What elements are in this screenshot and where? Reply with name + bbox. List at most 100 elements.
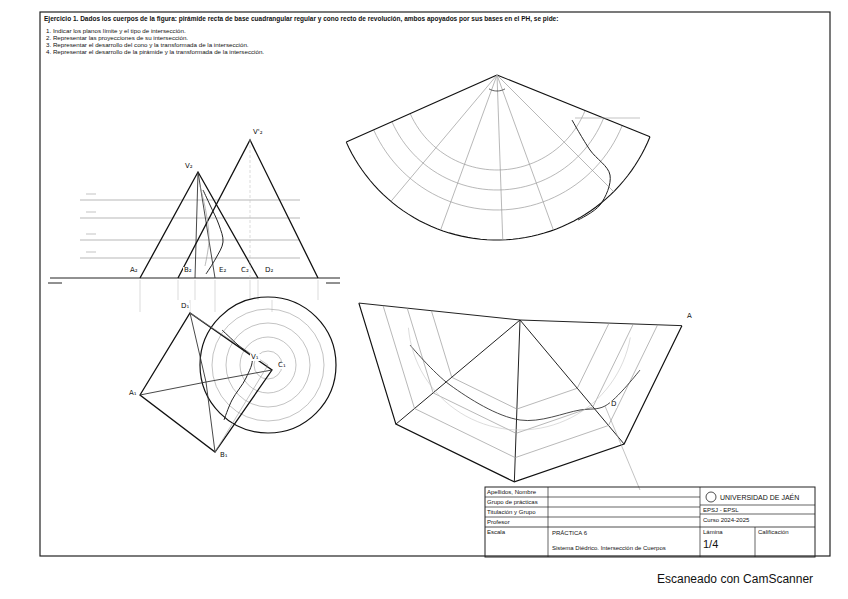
- point-label: A: [686, 313, 693, 320]
- cone-axis: [250, 140, 251, 278]
- level-polyline: [407, 308, 633, 433]
- ground-line-mark: [48, 283, 62, 284]
- projection-line: [318, 280, 319, 300]
- point-label: B₂: [183, 267, 193, 274]
- projection-line: [272, 300, 273, 312]
- point-label: V₂: [184, 163, 194, 170]
- point-label: C₂: [240, 267, 250, 274]
- pyramid-elevation: [140, 172, 258, 278]
- table-cell: Curso 2024-2025: [703, 517, 749, 523]
- table-rule: [700, 505, 815, 506]
- plane-mark: [86, 194, 96, 195]
- table-rule: [700, 487, 701, 557]
- level-plane: [80, 218, 300, 219]
- level-plane: [80, 240, 300, 241]
- pyramid-development-base: [359, 303, 682, 482]
- point-label: B₁: [219, 452, 229, 459]
- plane-mark: [86, 252, 96, 253]
- instruction: 1. Indicar los planos límite y el tipo d…: [46, 28, 186, 35]
- generatrix: [441, 75, 497, 230]
- intersection-transform-pyramid: [410, 345, 640, 421]
- instruction: 2. Representar las proyecciones de su in…: [46, 35, 188, 42]
- point-label: V₁: [250, 354, 260, 361]
- point-label: D₂: [264, 267, 274, 274]
- table-rule: [485, 497, 700, 498]
- point-label: C₁: [277, 362, 287, 369]
- point-label: D₁: [180, 303, 190, 310]
- table-rule: [548, 487, 549, 557]
- level-arc: [392, 118, 604, 190]
- cone-development-arc: [346, 137, 650, 240]
- table-cell: PRÁCTICA 6: [552, 530, 587, 536]
- level-arc: [410, 111, 585, 170]
- point-label: A₂: [129, 267, 139, 274]
- university-logo: [706, 492, 716, 502]
- table-rule: [485, 517, 700, 518]
- pyramid-edge-plan: [206, 382, 215, 452]
- table-rule: [700, 514, 815, 515]
- angle-mark: [489, 89, 505, 91]
- table-rule: [485, 527, 815, 528]
- generatrix: [497, 75, 503, 240]
- point-label: A₁: [128, 390, 138, 397]
- projection-line: [140, 280, 141, 300]
- table-rule: [755, 527, 756, 557]
- projection-line: [215, 300, 216, 312]
- plane-mark: [86, 212, 96, 213]
- point-label: V'₂: [252, 129, 264, 136]
- generatrix: [497, 75, 614, 192]
- exercise-title: Ejercicio 1. Dados los cuerpos de la fig…: [44, 16, 558, 23]
- watermark: Escaneado con CamScanner: [657, 573, 813, 586]
- pyramid-edge-plan: [206, 370, 272, 382]
- projection-line: [178, 280, 179, 300]
- projection-line: [258, 280, 259, 300]
- pyramid-edge: [195, 172, 198, 278]
- projection-line: [250, 280, 251, 300]
- table-cell: EPSJ - EPSL: [703, 507, 739, 513]
- table-rule: [485, 507, 700, 508]
- table-cell: Apellidos, Nombre: [487, 489, 536, 495]
- table-cell: Lámina: [703, 529, 723, 535]
- table-cell: Sistema Diédrico. Intersección de Cuerpo…: [552, 545, 666, 551]
- generatrix: [497, 75, 553, 230]
- cone-elevation: [178, 140, 318, 278]
- level-polyline: [431, 311, 609, 409]
- pyramid-edge-plan: [140, 382, 206, 395]
- projection-line: [195, 280, 196, 300]
- table-cell: Calificación: [758, 529, 789, 535]
- point-label: E₂: [218, 267, 227, 274]
- table-cell: UNIVERSIDAD DE JAÉN: [720, 494, 799, 501]
- point-label: D: [610, 401, 617, 408]
- generatrix: [391, 75, 497, 201]
- construction-arc: [408, 328, 630, 430]
- construction-line: [215, 365, 268, 452]
- construction-line: [575, 118, 640, 119]
- projection-line: [215, 280, 216, 300]
- intersection-hidden: [200, 186, 209, 266]
- pyramid-base-plan: [140, 313, 272, 452]
- cone-generatrix: [497, 75, 650, 137]
- intersection-plan: [222, 330, 252, 420]
- sheet-frame: [40, 12, 830, 556]
- level-plane: [80, 200, 300, 201]
- instruction: 3. Representar el desarrollo del cono y …: [46, 42, 249, 49]
- intersection-transform-cone: [572, 120, 610, 220]
- table-cell: Profesor: [487, 519, 510, 525]
- pyramid-edge-plan: [190, 313, 206, 382]
- title-block: [485, 487, 815, 557]
- table-cell: Escala: [487, 529, 505, 535]
- projection-line: [140, 300, 141, 312]
- plane-mark: [86, 234, 96, 235]
- instruction: 4. Representar el desarrollo de la pirám…: [46, 49, 264, 56]
- pyramid-edge: [198, 172, 215, 278]
- table-cell: Grupo de prácticas: [487, 499, 538, 505]
- cone-generatrix: [346, 75, 497, 142]
- construction-line: [190, 313, 268, 365]
- table-cell: 1/4: [703, 539, 718, 551]
- level-polyline: [383, 306, 658, 458]
- ground-line-mark: [326, 283, 340, 284]
- construction-line: [605, 406, 640, 490]
- table-cell: Titulación y Grupo: [487, 509, 535, 515]
- level-arc: [374, 126, 622, 210]
